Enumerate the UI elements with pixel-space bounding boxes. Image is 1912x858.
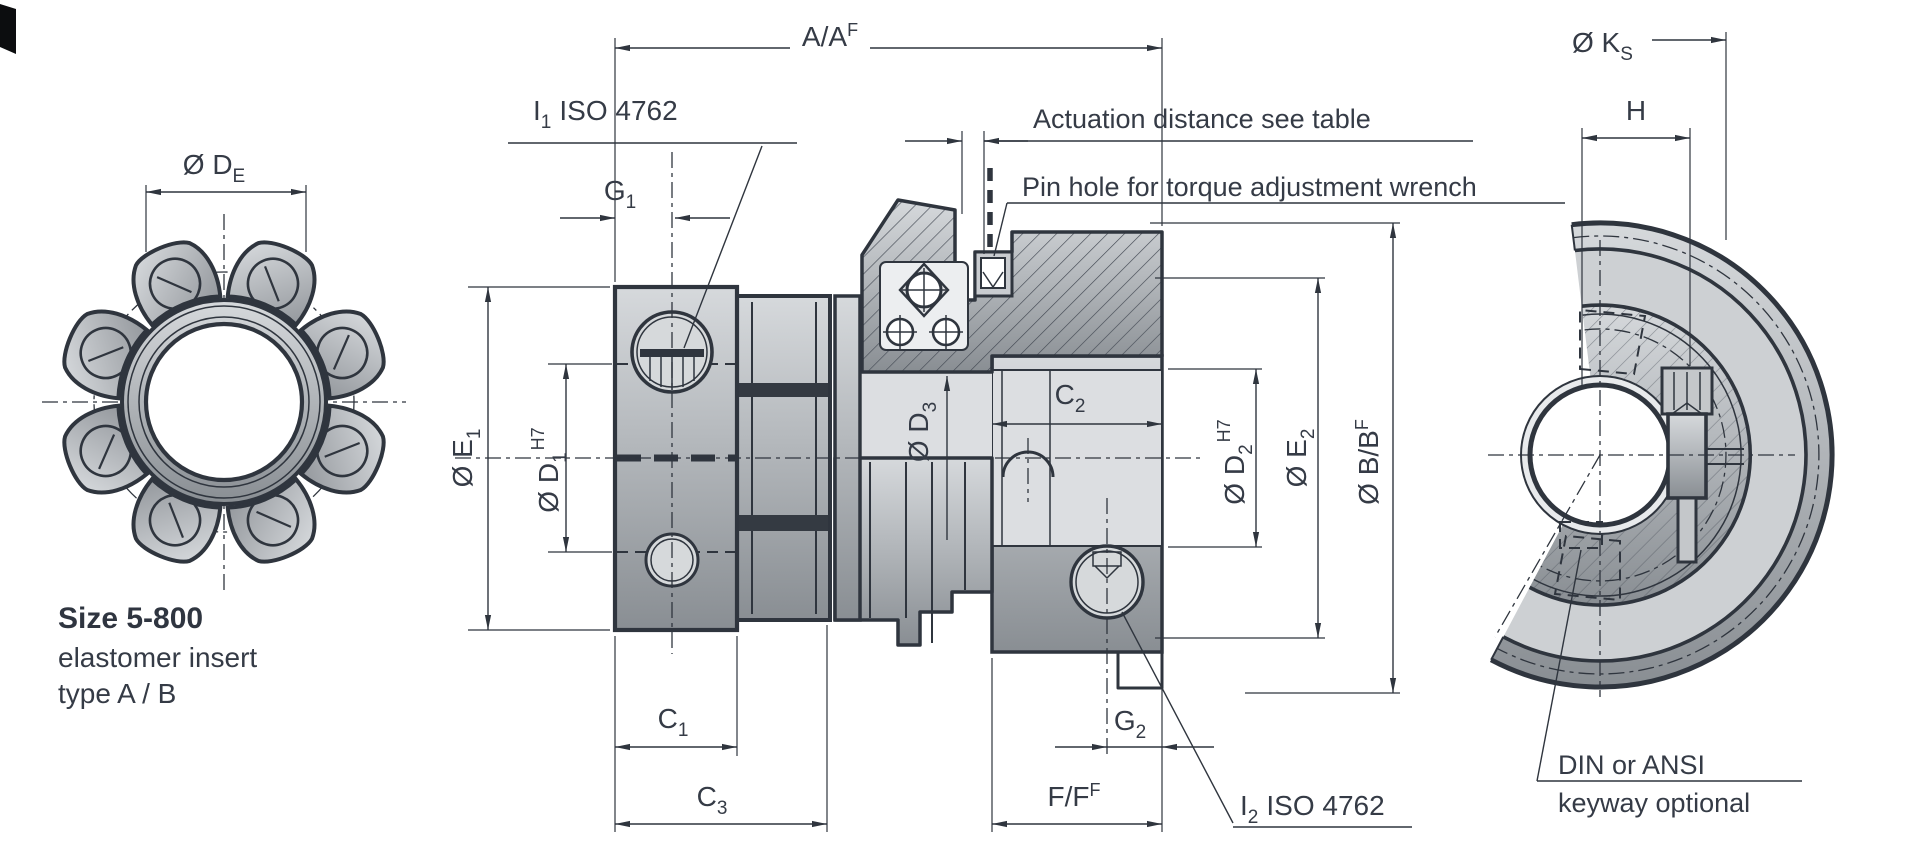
hidden-jaw	[1553, 534, 1621, 602]
dim-c2-label: C2	[1055, 379, 1086, 417]
dim-e2: Ø E2	[1155, 277, 1325, 639]
jaw-block	[735, 294, 832, 622]
dim-d2: Ø D2H7	[1168, 368, 1262, 548]
dim-ks: Ø KS	[1572, 27, 1727, 240]
end-view: Ø KS H DIN or ANSI keyway optional	[1488, 27, 1835, 818]
dim-c3: C3	[615, 625, 828, 832]
dim-g2-label: G2	[1114, 705, 1146, 743]
optional-keyway-slot	[1559, 521, 1603, 549]
dim-c1: C1	[614, 636, 738, 832]
dim-c1-label: C1	[658, 703, 689, 741]
left-clamp-hub	[612, 152, 740, 654]
dim-f-label: F/FF	[1048, 780, 1101, 812]
caption-size: Size 5-800	[58, 602, 203, 635]
dim-b: Ø B/BF	[1150, 222, 1400, 694]
dim-c2: C2	[992, 379, 1162, 428]
dim-d2-label: Ø D2H7	[1214, 419, 1257, 504]
dim-a-label: A/AF	[802, 20, 858, 52]
keyway-block	[1660, 366, 1744, 564]
dim-d3: Ø D3	[903, 376, 951, 540]
dim-f: F/FF	[991, 658, 1162, 832]
dim-e2-label: Ø E2	[1281, 429, 1319, 488]
elastomer-gap	[739, 515, 828, 531]
dim-e1-label: Ø E1	[447, 429, 485, 488]
dim-g1: G1	[560, 175, 730, 222]
hidden-jaw	[1579, 308, 1647, 376]
dim-d1-label: Ø D1H7	[528, 427, 571, 512]
dim-de: Ø DE	[145, 149, 307, 252]
ball-bearings	[879, 261, 969, 351]
bore-edge-line	[138, 316, 310, 488]
pitch-circle	[93, 271, 355, 533]
mid-band	[1503, 248, 1806, 661]
note-pin: Pin hole for torque adjustment wrench	[993, 172, 1565, 257]
actuation-note-label: Actuation distance see table	[1033, 104, 1371, 134]
spider-bore	[143, 321, 305, 483]
screw-circle	[1540, 328, 1727, 582]
elastomer-insert-view: Ø DE Size 5-800 elastomer insert type A …	[42, 149, 406, 709]
note-keyway: DIN or ANSI keyway optional	[1536, 549, 1802, 818]
dim-de-label: Ø DE	[183, 149, 245, 187]
right-clamp-screw	[1069, 498, 1145, 757]
pin-hole	[973, 168, 1014, 298]
elastomer-gap	[739, 383, 828, 397]
dim-g1-label: G1	[604, 175, 636, 213]
dim-c3-label: C3	[697, 781, 728, 819]
note-actuation: Actuation distance see table	[905, 104, 1473, 254]
dim-h-label: H	[1626, 95, 1646, 126]
spider-ring-inner-line	[127, 305, 321, 499]
dim-d3-label: Ø D3	[903, 402, 941, 462]
bell-exterior-lower	[833, 456, 994, 647]
dim-ks-label: Ø KS	[1572, 27, 1633, 65]
dim-e1: Ø E1	[447, 286, 610, 631]
dim-a: A/AF	[614, 20, 1163, 282]
pin-note-label: Pin hole for torque adjustment wrench	[1022, 172, 1477, 202]
view-caption: Size 5-800 elastomer insert type A / B	[58, 602, 257, 709]
dim-d1: Ø D1H7	[528, 363, 612, 553]
page-edge-tab	[0, 4, 16, 54]
keyway-note-line2: keyway optional	[1558, 788, 1750, 818]
caption-type: type A / B	[58, 678, 176, 709]
dim-b-label: Ø B/BF	[1352, 419, 1384, 505]
bell-bore	[862, 372, 992, 458]
dim-h: H	[1581, 95, 1691, 388]
keyway-note-line1: DIN or ANSI	[1558, 750, 1705, 780]
caption-insert: elastomer insert	[58, 642, 257, 673]
